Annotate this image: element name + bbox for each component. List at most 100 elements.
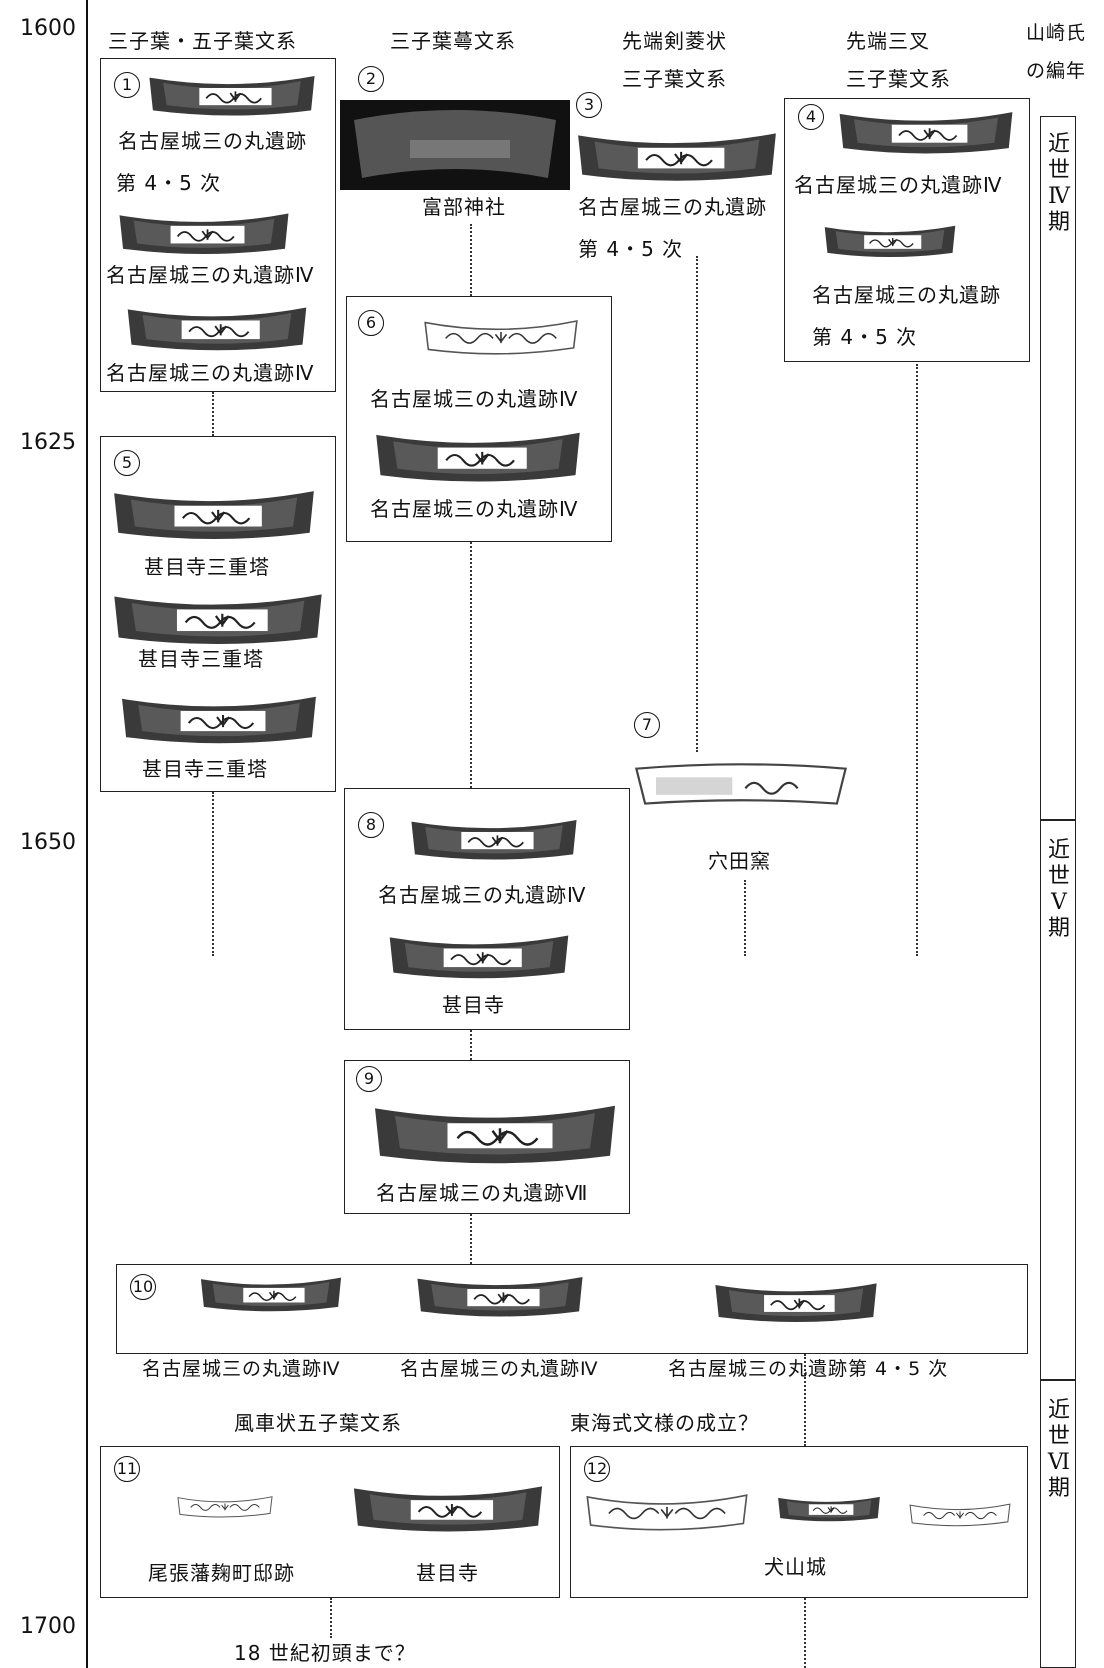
group-4-number: 4 xyxy=(798,104,824,130)
group-6-number: 6 xyxy=(358,310,384,336)
connector-10-12 xyxy=(804,1354,806,1446)
tile-7 xyxy=(632,752,850,818)
tile-8a xyxy=(408,806,580,870)
group-5-caption-3: 甚目寺三重塔 xyxy=(142,757,268,781)
connector-2-6 xyxy=(470,224,472,296)
group-1-box xyxy=(100,58,336,392)
group-11-caption-2: 甚目寺 xyxy=(416,1561,479,1585)
connector-11-end xyxy=(330,1598,332,1638)
year-1700: 1700 xyxy=(20,1614,76,1639)
year-1625: 1625 xyxy=(20,430,76,455)
tile-6b xyxy=(372,426,584,484)
group-3-caption: 名古屋城三の丸遺跡 xyxy=(578,195,767,219)
group-8-box xyxy=(344,788,630,1030)
group-8-caption-1: 名古屋城三の丸遺跡Ⅳ xyxy=(378,883,587,907)
connector-12-end xyxy=(804,1598,806,1668)
tokai-style-label: 東海式文様の成立？ xyxy=(570,1411,759,1435)
tile-9 xyxy=(370,1094,620,1170)
group-11-number: 11 xyxy=(114,1456,140,1482)
group-2-caption: 富部神社 xyxy=(422,195,506,219)
column-header-3b: 三子葉文系 xyxy=(622,67,727,91)
group-10-caption-2: 名古屋城三の丸遺跡Ⅳ xyxy=(400,1358,599,1380)
group-6-box xyxy=(346,296,612,542)
column-header-3a: 先端剣菱状 xyxy=(622,29,727,53)
group-6-caption-1: 名古屋城三の丸遺跡Ⅳ xyxy=(370,387,579,411)
tile-12a xyxy=(584,1486,750,1536)
group-11-box xyxy=(100,1446,560,1598)
connector-4-end xyxy=(916,364,918,956)
tile-5b xyxy=(110,590,326,644)
group-10-number: 10 xyxy=(130,1274,156,1300)
group-1-caption-3: 名古屋城三の丸遺跡Ⅳ xyxy=(106,361,315,385)
century-note: 18 世紀初頭まで？ xyxy=(234,1641,416,1665)
group-5-number: 5 xyxy=(114,450,140,476)
tile-3 xyxy=(574,122,780,188)
chronology-header-a: 山崎氏 xyxy=(1026,22,1087,44)
column-header-1: 三子葉・五子葉文系 xyxy=(108,29,297,53)
group-9-caption: 名古屋城三の丸遺跡Ⅶ xyxy=(376,1181,589,1205)
group-1-caption-1: 名古屋城三の丸遺跡 xyxy=(118,129,307,153)
connector-6-8 xyxy=(470,542,472,788)
group-4-caption-2: 名古屋城三の丸遺跡 xyxy=(812,283,1001,307)
tile-5a xyxy=(110,486,318,540)
connector-7-end xyxy=(744,880,746,956)
tile-10c xyxy=(712,1278,880,1324)
tile-5c xyxy=(118,690,320,746)
windmill-type-label: 風車状五子葉文系 xyxy=(234,1411,402,1435)
group-1-caption-1b: 第 4・5 次 xyxy=(116,171,222,195)
tile-1b xyxy=(116,208,292,256)
group-10-caption-3: 名古屋城三の丸遺跡第 4・5 次 xyxy=(668,1358,949,1380)
group-10-caption-1: 名古屋城三の丸遺跡Ⅳ xyxy=(142,1358,341,1380)
column-header-2: 三子葉蕚文系 xyxy=(390,29,516,53)
group-4-box xyxy=(784,98,1030,362)
group-5-caption-2: 甚目寺三重塔 xyxy=(138,647,264,671)
connector-1-5 xyxy=(212,392,214,436)
chronology-header-b: の編年 xyxy=(1026,60,1087,82)
tile-12b xyxy=(776,1484,882,1532)
group-12-caption: 犬山城 xyxy=(764,1555,827,1579)
group-1-caption-2: 名古屋城三の丸遺跡Ⅳ xyxy=(106,263,315,287)
group-12-number: 12 xyxy=(584,1456,610,1482)
group-4-caption-1: 名古屋城三の丸遺跡Ⅳ xyxy=(794,173,1003,197)
tile-11a xyxy=(176,1476,274,1536)
group-2-number: 2 xyxy=(358,66,384,92)
group-10-box xyxy=(116,1264,1028,1354)
column-header-4a: 先端三叉 xyxy=(846,29,930,53)
group-7-caption: 穴田窯 xyxy=(708,849,771,873)
group-5-box xyxy=(100,436,336,792)
group-1-number: 1 xyxy=(114,72,140,98)
group-3-number: 3 xyxy=(576,92,602,118)
group-8-caption-2: 甚目寺 xyxy=(442,993,505,1017)
year-1650: 1650 xyxy=(20,830,76,855)
tile-12c xyxy=(908,1494,1012,1534)
group-8-number: 8 xyxy=(358,812,384,838)
group-9-box xyxy=(344,1060,630,1214)
connector-9-10 xyxy=(470,1214,472,1264)
period-box-5 xyxy=(1040,820,1076,1380)
tile-8b xyxy=(386,928,572,982)
tile-1a xyxy=(146,66,318,122)
group-5-caption-1: 甚目寺三重塔 xyxy=(144,555,270,579)
tile-4b xyxy=(822,212,958,268)
tile-1c xyxy=(124,302,310,356)
tile-10b xyxy=(414,1270,586,1320)
timeline-axis xyxy=(86,0,88,1668)
connector-8-9 xyxy=(470,1030,472,1060)
group-6-caption-2: 名古屋城三の丸遺跡Ⅳ xyxy=(370,497,579,521)
connector-5-end xyxy=(212,792,214,956)
period-box-4 xyxy=(1040,116,1076,820)
tile-6a xyxy=(422,308,580,364)
tile-2-photo xyxy=(340,100,570,190)
year-1600: 1600 xyxy=(20,16,76,41)
group-3-caption-b: 第 4・5 次 xyxy=(578,237,684,261)
column-header-4b: 三子葉文系 xyxy=(846,67,951,91)
connector-3-7 xyxy=(696,256,698,752)
group-11-caption-1: 尾張藩麹町邸跡 xyxy=(148,1561,295,1585)
group-7-number: 7 xyxy=(634,712,660,738)
group-12-box xyxy=(570,1446,1028,1598)
group-9-number: 9 xyxy=(356,1066,382,1092)
tile-11b xyxy=(350,1474,546,1540)
